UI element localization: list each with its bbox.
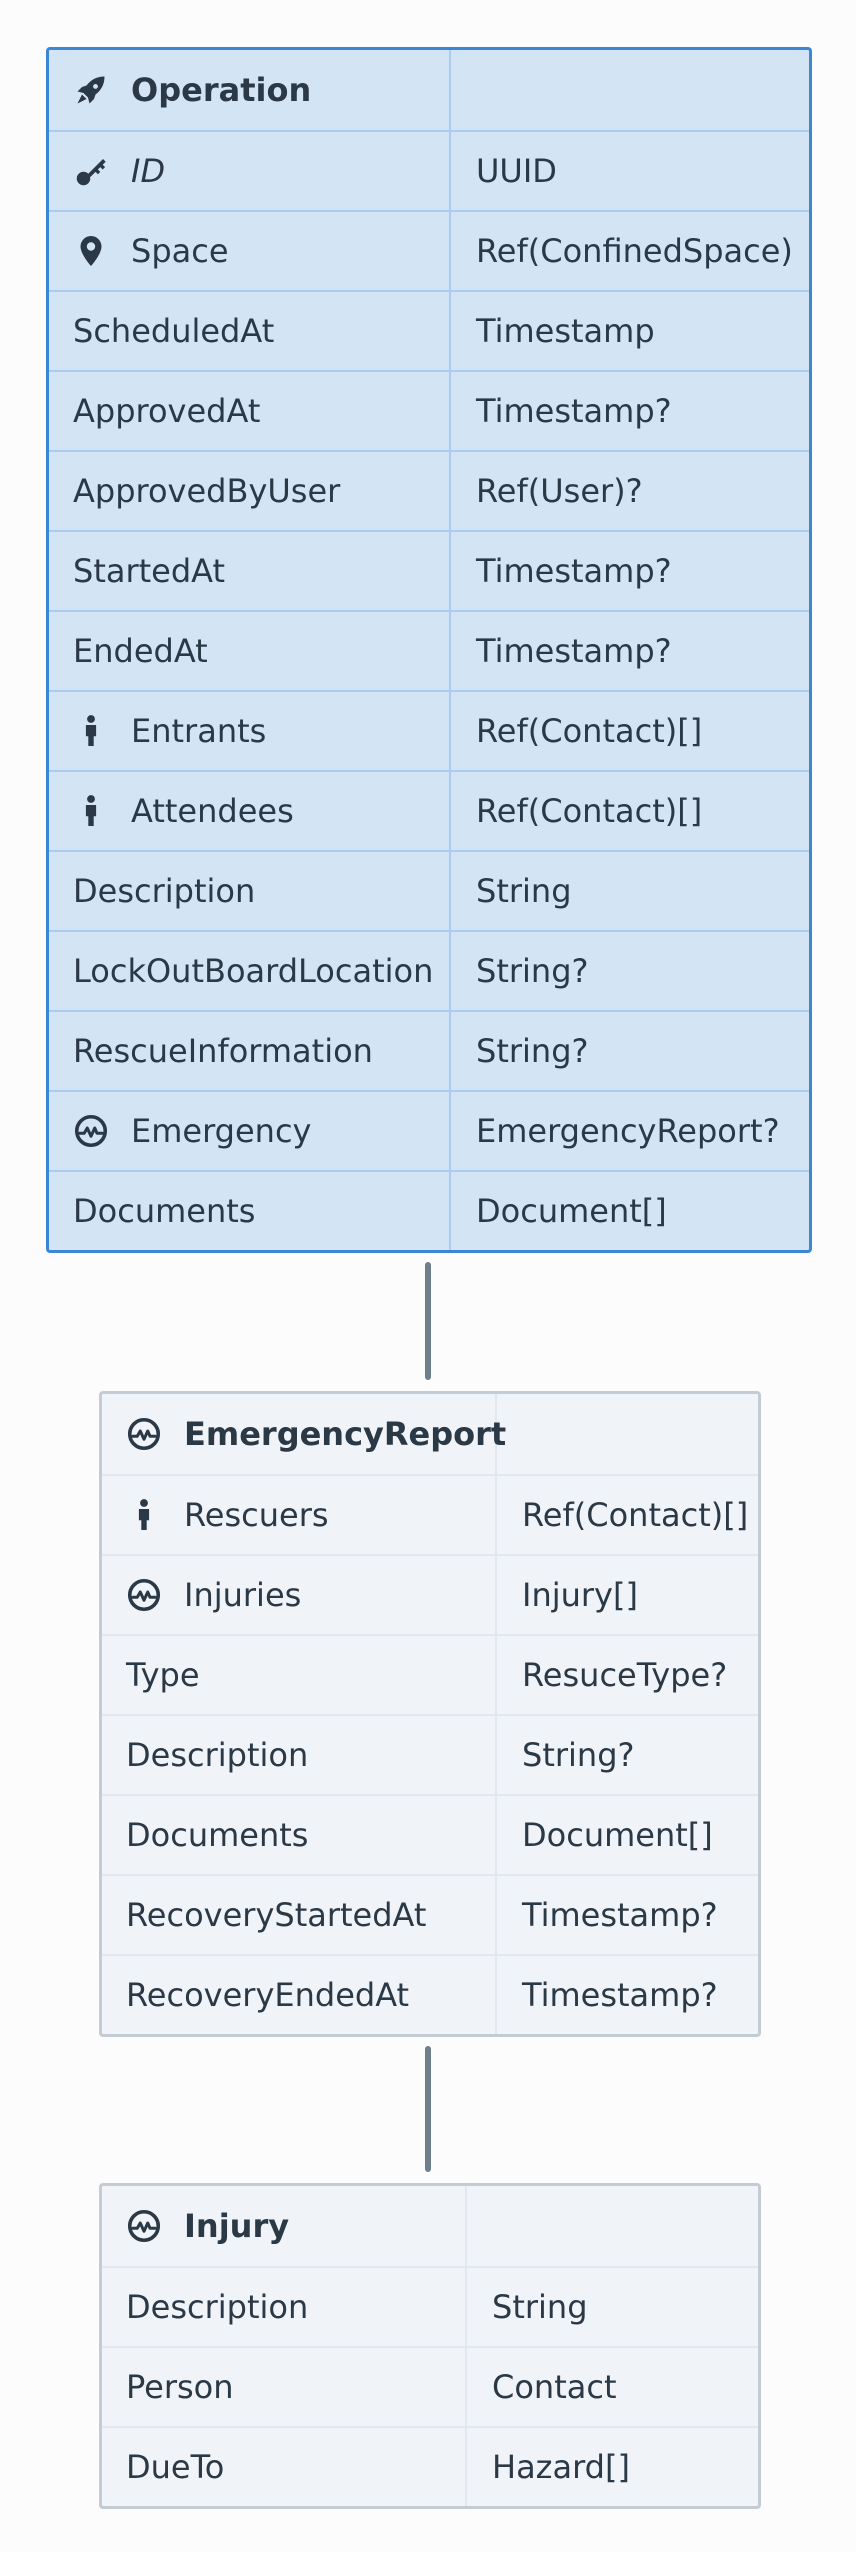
field-name: ApprovedByUser — [49, 452, 451, 530]
field-type: String — [492, 2288, 588, 2326]
field-type: Timestamp — [476, 312, 655, 350]
field-type: Timestamp? — [522, 1976, 718, 2014]
field-name: Injuries — [184, 1576, 302, 1614]
field-row[interactable]: Documents Document[] — [102, 1794, 758, 1874]
relation-connector — [425, 1262, 431, 1380]
field-row[interactable]: Type ResuceType? — [102, 1634, 758, 1714]
relation-connector — [425, 2046, 431, 2172]
field-type: ResuceType? — [522, 1656, 728, 1694]
field-type: Hazard[] — [492, 2448, 630, 2486]
field-type: Timestamp? — [522, 1896, 718, 1934]
field-name: Person — [102, 2348, 467, 2426]
field-type: Ref(Contact)[] — [476, 712, 703, 750]
field-row[interactable]: RescueInformation String? — [49, 1010, 809, 1090]
field-name: Attendees — [131, 792, 294, 830]
field-type: String? — [476, 952, 589, 990]
field-type: Document[] — [476, 1192, 667, 1230]
field-name: Emergency — [131, 1112, 312, 1150]
field-row[interactable]: Documents Document[] — [49, 1170, 809, 1250]
rocket-icon — [73, 72, 109, 108]
field-row[interactable]: RecoveryEndedAt Timestamp? — [102, 1954, 758, 2034]
field-name: RecoveryEndedAt — [102, 1956, 497, 2034]
field-name: Documents — [102, 1796, 497, 1874]
person-icon — [73, 793, 109, 829]
field-type: String? — [522, 1736, 635, 1774]
field-name: Documents — [49, 1172, 451, 1250]
field-name: Description — [102, 2268, 467, 2346]
field-type: Document[] — [522, 1816, 713, 1854]
field-type: Ref(Contact)[] — [476, 792, 703, 830]
emergency-report-table[interactable]: EmergencyReport Rescuers Ref(Contact)[] … — [99, 1391, 761, 2037]
field-row[interactable]: EndedAt Timestamp? — [49, 610, 809, 690]
field-row[interactable]: LockOutBoardLocation String? — [49, 930, 809, 1010]
field-name: RescueInformation — [49, 1012, 451, 1090]
field-name: Rescuers — [184, 1496, 329, 1534]
table-header[interactable]: Injury — [102, 2186, 758, 2266]
heartbeat-icon — [126, 1416, 162, 1452]
field-type: Ref(Contact)[] — [522, 1496, 749, 1534]
heartbeat-icon — [126, 2208, 162, 2244]
field-type: EmergencyReport? — [476, 1112, 780, 1150]
field-type: Timestamp? — [476, 632, 672, 670]
field-type: Contact — [492, 2368, 617, 2406]
field-row[interactable]: Space Ref(ConfinedSpace) — [49, 210, 809, 290]
field-row[interactable]: Rescuers Ref(Contact)[] — [102, 1474, 758, 1554]
field-type: Timestamp? — [476, 392, 672, 430]
field-row[interactable]: Description String — [102, 2266, 758, 2346]
person-icon — [126, 1497, 162, 1533]
field-name: RecoveryStartedAt — [102, 1876, 497, 1954]
table-title: Operation — [131, 71, 312, 109]
heartbeat-icon — [73, 1113, 109, 1149]
field-row[interactable]: Person Contact — [102, 2346, 758, 2426]
person-icon — [73, 713, 109, 749]
key-icon — [73, 153, 109, 189]
field-row[interactable]: Emergency EmergencyReport? — [49, 1090, 809, 1170]
field-row[interactable]: ScheduledAt Timestamp — [49, 290, 809, 370]
field-row[interactable]: Attendees Ref(Contact)[] — [49, 770, 809, 850]
table-title: EmergencyReport — [184, 1415, 507, 1453]
field-row[interactable]: Injuries Injury[] — [102, 1554, 758, 1634]
header-type — [467, 2186, 758, 2266]
field-row[interactable]: ApprovedAt Timestamp? — [49, 370, 809, 450]
field-row[interactable]: DueTo Hazard[] — [102, 2426, 758, 2506]
field-row[interactable]: ApprovedByUser Ref(User)? — [49, 450, 809, 530]
table-header[interactable]: Operation — [49, 50, 809, 130]
field-type: Ref(ConfinedSpace) — [476, 232, 793, 270]
field-name: Space — [131, 232, 229, 270]
field-row[interactable]: RecoveryStartedAt Timestamp? — [102, 1874, 758, 1954]
field-row[interactable]: Description String? — [102, 1714, 758, 1794]
field-name: StartedAt — [49, 532, 451, 610]
heartbeat-icon — [126, 1577, 162, 1613]
field-row[interactable]: StartedAt Timestamp? — [49, 530, 809, 610]
field-name: EndedAt — [49, 612, 451, 690]
operation-table[interactable]: Operation ID UUID Space Ref(ConfinedSpac… — [46, 47, 812, 1253]
field-name: DueTo — [102, 2428, 467, 2506]
field-name: ScheduledAt — [49, 292, 451, 370]
field-name: Description — [102, 1716, 497, 1794]
injury-table[interactable]: Injury Description String Person Contact… — [99, 2183, 761, 2509]
table-title: Injury — [184, 2207, 290, 2245]
field-name: LockOutBoardLocation — [49, 932, 451, 1010]
location-pin-icon — [73, 233, 109, 269]
field-type: Injury[] — [522, 1576, 638, 1614]
header-type — [497, 1394, 758, 1474]
field-type: UUID — [476, 152, 557, 190]
field-name: ID — [131, 152, 166, 190]
field-name: ApprovedAt — [49, 372, 451, 450]
field-name: Type — [102, 1636, 497, 1714]
field-row[interactable]: Entrants Ref(Contact)[] — [49, 690, 809, 770]
table-header[interactable]: EmergencyReport — [102, 1394, 758, 1474]
header-type — [451, 50, 809, 130]
field-type: String — [476, 872, 572, 910]
field-type: Ref(User)? — [476, 472, 643, 510]
field-type: Timestamp? — [476, 552, 672, 590]
field-row[interactable]: Description String — [49, 850, 809, 930]
field-type: String? — [476, 1032, 589, 1070]
field-name: Description — [49, 852, 451, 930]
field-row[interactable]: ID UUID — [49, 130, 809, 210]
field-name: Entrants — [131, 712, 267, 750]
